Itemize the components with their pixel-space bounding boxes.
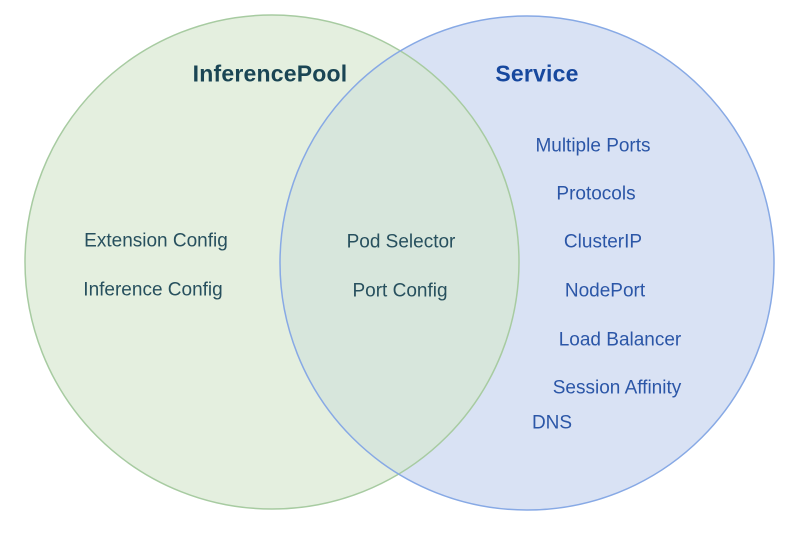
intersection-item: Port Config (352, 280, 448, 302)
right-set-item: DNS (531, 412, 573, 434)
left-set-item: Extension Config (84, 230, 228, 252)
right-set-item: Multiple Ports (535, 135, 651, 157)
right-set-item: NodePort (564, 280, 646, 302)
right-circle-outline (279, 15, 775, 511)
left-set-item: Inference Config (83, 279, 223, 301)
right-set-item: Load Balancer (558, 329, 682, 351)
right-set-item: ClusterIP (563, 231, 643, 253)
overlap-region (280, 16, 519, 509)
left-circle-outline (24, 14, 520, 510)
right-set-title: Service (495, 60, 579, 87)
right-set-item: Protocols (556, 183, 636, 205)
intersection-item: Pod Selector (346, 231, 456, 253)
right-set-item: Session Affinity (552, 377, 682, 399)
left-set-title: InferencePool (192, 60, 348, 87)
